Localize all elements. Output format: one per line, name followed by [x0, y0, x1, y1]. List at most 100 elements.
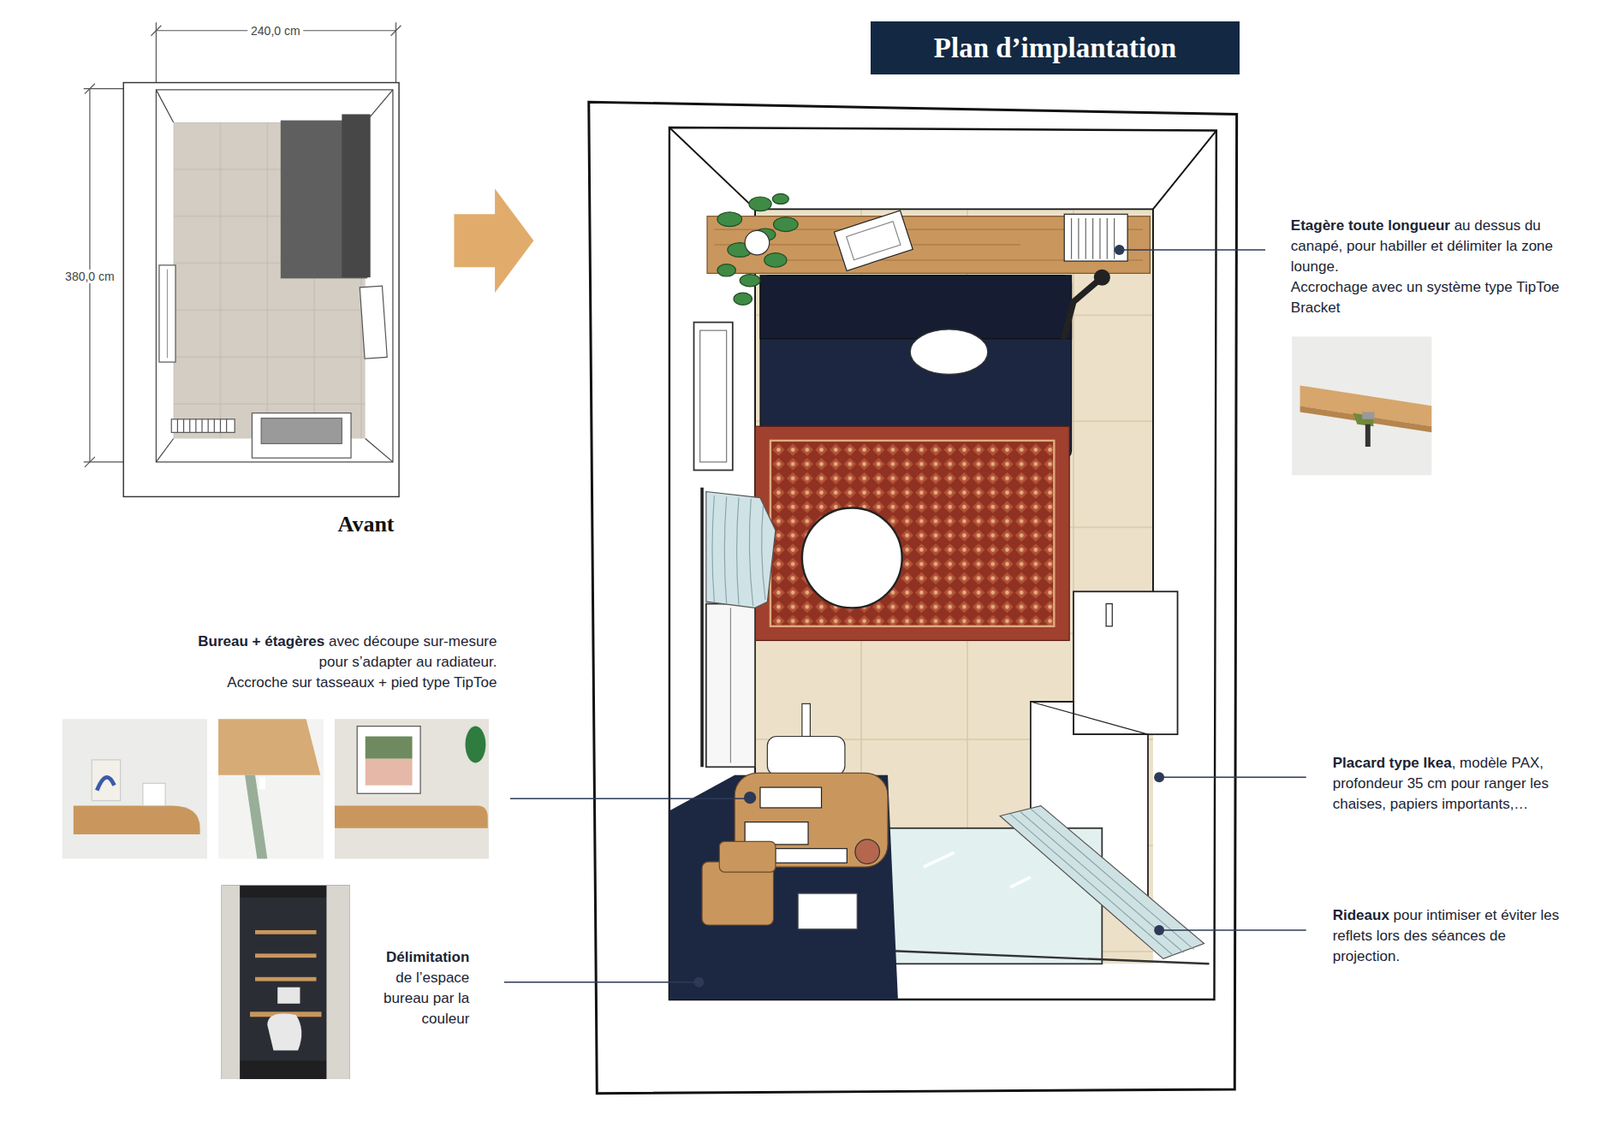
- leader-lines: [744, 793, 756, 804]
- before-plan: [155, 89, 393, 463]
- main-plan: [706, 604, 756, 768]
- main-plan: [1010, 808, 1195, 957]
- main-plan: [755, 426, 1070, 641]
- reference-photo: [91, 760, 120, 802]
- before-label: Avant: [338, 511, 395, 538]
- main-plan: [743, 791, 756, 804]
- main-plan: [846, 221, 901, 261]
- main-plan: [717, 264, 736, 277]
- before-plan: [123, 83, 399, 498]
- main-plan: [588, 101, 1238, 1094]
- main-plan: [760, 787, 822, 809]
- before-label: Avant: [338, 511, 395, 537]
- reference-photo: [259, 777, 266, 790]
- main-plan: [1152, 208, 1154, 592]
- main-plan: [588, 101, 1238, 1094]
- main-plan: [797, 893, 857, 930]
- main-plan: [755, 208, 1154, 210]
- main-plan: [1064, 214, 1128, 262]
- reference-photo: [267, 1013, 302, 1051]
- main-plan: [733, 292, 752, 305]
- main-plan: [712, 495, 766, 607]
- main-plan: [833, 210, 913, 271]
- before-plan: [171, 419, 235, 433]
- main-plan: [700, 330, 727, 463]
- leader-lines: [504, 244, 1307, 988]
- reference-photo: [218, 719, 321, 776]
- before-plan: [159, 265, 176, 363]
- reference-photo: [142, 783, 166, 806]
- reference-photo: [277, 987, 300, 1005]
- leader-lines: [1114, 244, 1125, 256]
- callout-text: Délimitationde l’espace bureau par la co…: [355, 947, 470, 1030]
- reference-photo: [334, 719, 489, 859]
- leader-lines: [694, 977, 705, 988]
- leader-lines: [1153, 925, 1165, 936]
- main-plan: [749, 196, 772, 212]
- main-plan: [1153, 130, 1217, 210]
- main-plan: [719, 841, 776, 873]
- callout-text: Bureau + étagèresavec découpe sur-mesure…: [190, 631, 498, 694]
- leader-lines: [510, 797, 750, 800]
- callout-heading: Rideaux: [1332, 907, 1390, 924]
- reference-photo: [326, 886, 350, 1080]
- main-plan: [767, 737, 845, 776]
- callout-body: Accroche sur tasseaux + pied type TipToe: [190, 672, 498, 694]
- reference-photo: [221, 886, 351, 1080]
- leader-lines: [1159, 776, 1307, 779]
- reference-photo: [1365, 424, 1371, 447]
- before-plan: [155, 89, 173, 123]
- before-plan: [155, 89, 393, 463]
- main-plan: [770, 440, 1054, 627]
- reference-photo: [365, 737, 413, 760]
- dimension-lines: [84, 457, 96, 468]
- dimension-lines: [391, 25, 402, 36]
- main-plan: [910, 329, 988, 375]
- main-plan: [855, 839, 881, 865]
- before-plan: [261, 418, 342, 445]
- callout-text: Etagère toute longueurau dessus du canap…: [1290, 215, 1588, 319]
- reference-photo: [334, 806, 488, 829]
- dimension-label: 380,0 cm: [65, 269, 115, 284]
- main-plan: [739, 274, 761, 287]
- dimension-label: 380,0 cm: [61, 269, 119, 284]
- main-plan: [744, 230, 770, 256]
- main-plan: [717, 212, 743, 227]
- reference-photo: [218, 719, 324, 859]
- main-plan: [773, 217, 799, 232]
- callout-heading: Bureau + étagères: [197, 633, 325, 650]
- main-plan: [694, 322, 733, 471]
- main-plan: [772, 193, 789, 204]
- leader-lines: [1159, 929, 1307, 932]
- reference-photo: [356, 726, 421, 795]
- reference-photo: [221, 886, 351, 1080]
- before-plan: [341, 113, 370, 278]
- main-plan: [764, 253, 787, 268]
- before-plan: [155, 438, 173, 462]
- dimension-label: 240,0 cm: [247, 23, 304, 38]
- before-plan: [359, 285, 387, 359]
- main-plan: [802, 508, 903, 609]
- reference-photo: [218, 719, 324, 859]
- main-plan: [1106, 604, 1113, 627]
- before-plan: [166, 269, 168, 359]
- callout-heading: Placard type Ikea: [1332, 755, 1452, 772]
- reference-photo: [334, 719, 489, 859]
- main-plan: [923, 852, 1031, 888]
- callout-body: avec découpe sur-mesure pour s’adapter a…: [319, 633, 498, 671]
- main-plan: [706, 491, 776, 608]
- reference-photo: [255, 977, 317, 982]
- main-plan: [730, 607, 732, 763]
- dimension-lines: [84, 83, 96, 95]
- reference-photo: [1291, 336, 1432, 476]
- reference-photo: [1291, 336, 1432, 476]
- reference-photo: [62, 719, 208, 859]
- leader-lines: [1153, 772, 1165, 783]
- main-plan: [1073, 591, 1178, 735]
- dimension-lines: [150, 25, 161, 36]
- main-plan: [700, 487, 704, 768]
- callout-text: Rideauxpour intimiser et éviter les refl…: [1332, 905, 1563, 968]
- main-plan: [1094, 269, 1111, 286]
- page-title: Plan d’implantation: [870, 21, 1240, 75]
